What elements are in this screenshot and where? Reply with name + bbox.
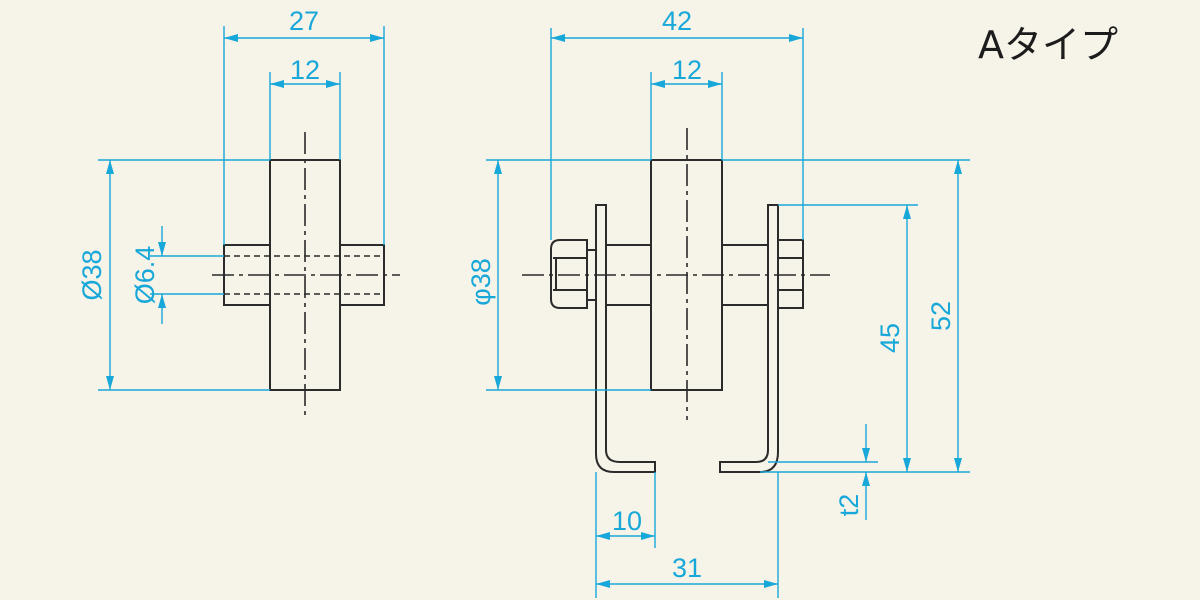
dim-10-label: 10 [612, 506, 642, 536]
dim-dia38-arrow-top [106, 160, 114, 174]
dim-t2-arrow-bottom [862, 472, 870, 486]
dim-27-arrow-right [370, 34, 384, 42]
dim-dia38-label: Ø38 [77, 249, 107, 300]
dim-42-arrow-left [551, 34, 565, 42]
drawing-title: Aタイプ [978, 23, 1118, 67]
dim-t2-arrow-top [862, 448, 870, 462]
dim-12-left-arrow-left [270, 80, 284, 88]
dim-52-arrow-bottom [954, 458, 962, 472]
dim-31-label: 31 [672, 553, 702, 583]
right-view [522, 128, 830, 473]
dim-12-right-arrow-left [651, 80, 665, 88]
dim-42-label: 42 [662, 6, 692, 36]
dim-45-label: 45 [875, 323, 905, 353]
dim-52-label: 52 [926, 301, 956, 331]
dim-45-arrow-top [903, 205, 911, 219]
left-bracket [595, 204, 656, 473]
dim-27-label: 27 [289, 6, 319, 36]
dim-31-arrow-right [764, 580, 778, 588]
dim-phi38-label: φ38 [466, 258, 496, 306]
dim-10-arrow-left [596, 532, 610, 540]
dim-phi38-arrow-bottom [494, 376, 502, 390]
dim-27-arrow-left [224, 34, 238, 42]
dim-42-arrow-right [789, 34, 803, 42]
dim-45-arrow-bottom [903, 458, 911, 472]
dim-12-right-arrow-right [708, 80, 722, 88]
dim-dia64-label: Ø6.4 [130, 246, 160, 305]
left-dimensions: 27 12 Ø38 Ø6.4 [77, 6, 385, 391]
dim-10-arrow-right [641, 532, 655, 540]
dim-12-left-label: 12 [290, 55, 320, 85]
right-bracket [719, 204, 779, 473]
dim-dia38-arrow-bottom [106, 376, 114, 390]
dim-52-arrow-top [954, 160, 962, 174]
left-view [212, 132, 400, 418]
dim-12-right-label: 12 [672, 55, 702, 85]
dim-31-arrow-left [596, 580, 610, 588]
bolt-head [550, 239, 588, 309]
right-nut [777, 239, 804, 309]
dim-t2-label: t2 [834, 494, 864, 517]
dim-12-left-arrow-right [326, 80, 340, 88]
dim-phi38-arrow-top [494, 160, 502, 174]
dim-dia64-arrow-top [158, 242, 166, 256]
right-dimensions: 42 12 φ38 52 45 t2 [466, 6, 970, 598]
dim-dia64-arrow-bottom [158, 294, 166, 308]
